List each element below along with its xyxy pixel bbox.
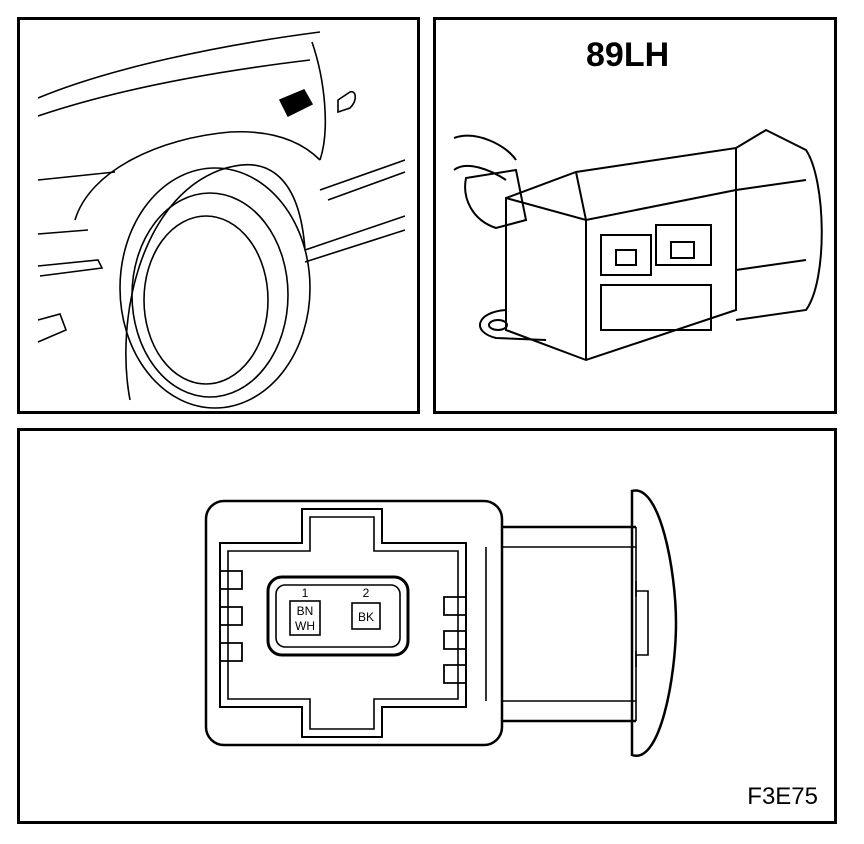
- connector-face-drawing: 1 BN WH 2 BK: [204, 489, 678, 757]
- right-rib-1: [443, 596, 466, 616]
- fog-lamp-outline: [37, 259, 104, 277]
- pin-1-color-2: WH: [295, 619, 315, 633]
- right-rib-2: [443, 630, 466, 650]
- latch-arm-inner-lines: [502, 546, 636, 702]
- tire-inner: [131, 192, 289, 398]
- connector-title: 89LH: [586, 36, 670, 74]
- connector-perspective-drawing: [453, 128, 823, 362]
- side-moulding-lower: [327, 171, 406, 201]
- connector-location-marker: [278, 89, 314, 118]
- right-rib-3: [443, 664, 466, 684]
- pin-1-number: 1: [302, 586, 309, 600]
- inner-cross-outline: [219, 508, 467, 738]
- cavity-2: [655, 224, 712, 266]
- latch-arm-lines: [502, 525, 636, 723]
- harness-wire-2: [453, 164, 507, 181]
- connector-body: [505, 146, 737, 362]
- tire-outer: [119, 167, 311, 409]
- figure-code: F3E75: [747, 783, 818, 810]
- vehicle-location-panel: [17, 17, 420, 414]
- side-moulding: [319, 159, 406, 191]
- door-edge: [311, 41, 327, 161]
- pin-1-box: [289, 600, 321, 636]
- cavity-1: [600, 234, 652, 276]
- terminal-2: [670, 241, 695, 259]
- pin-2-number: 2: [363, 586, 370, 600]
- terminal-1: [615, 249, 637, 266]
- connector-view-panel: 89LH: [433, 17, 837, 414]
- lower-vent: [37, 313, 68, 343]
- rear-boot: [464, 168, 528, 230]
- side-sill-lower: [304, 229, 406, 263]
- latch-rail-lower: [735, 259, 807, 271]
- left-rib-1: [220, 570, 243, 590]
- hood-line: [37, 31, 321, 99]
- side-sill: [304, 215, 406, 251]
- body-edge: [575, 171, 587, 360]
- latch-release-tab: [636, 590, 649, 656]
- connector-housing: [204, 499, 504, 747]
- inner-cross-outline-2: [227, 516, 459, 730]
- left-rib-2: [220, 606, 243, 626]
- mounting-flange: [479, 309, 547, 341]
- hood-crease: [37, 59, 311, 117]
- pin-1-color-1: BN: [297, 604, 314, 618]
- fender-top: [74, 130, 321, 221]
- pin-2-box: [351, 602, 381, 630]
- latch-release-cap: [630, 489, 678, 757]
- side-marker-lamp: [337, 90, 357, 114]
- harness-wire: [453, 134, 517, 161]
- pin-2-color-1: BK: [358, 610, 374, 624]
- latch-housing: [735, 128, 823, 321]
- vehicle-location-drawing: [37, 31, 406, 409]
- pin-cavity-block: [266, 575, 410, 657]
- bumper-line: [37, 171, 116, 181]
- cavity-lower: [600, 284, 712, 331]
- rim: [143, 215, 269, 385]
- connector-face-panel: 1 BN WH 2 BK F3E75: [17, 428, 837, 824]
- pin-cavity-block-inner: [275, 584, 401, 648]
- left-rib-3: [220, 642, 243, 662]
- latch-rail: [735, 179, 807, 191]
- bumper-lower: [37, 229, 89, 235]
- mounting-hole: [488, 319, 508, 331]
- wheel-arch: [125, 164, 306, 401]
- body-top-edge: [505, 189, 737, 222]
